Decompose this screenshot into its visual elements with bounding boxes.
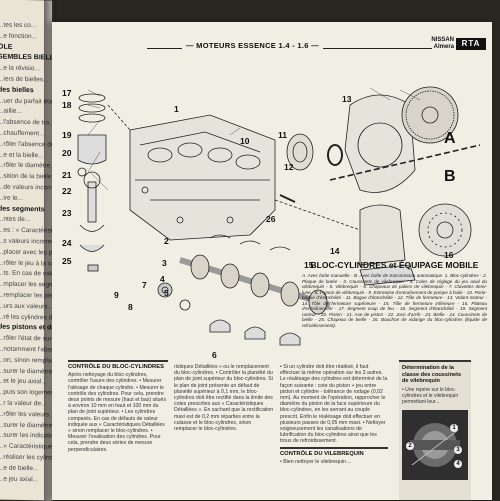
callout-5: 5 <box>164 288 169 298</box>
left-page-line: des bielles <box>0 86 34 94</box>
callout-23: 23 <box>62 208 72 218</box>
column-spacer <box>280 360 388 362</box>
column-3-sub-text: • Bien nettoyer le vilebrequin ... <box>280 458 352 465</box>
column-1-text: Après nettoyage du bloc-cylindres, contr… <box>68 372 167 453</box>
photo-callout-1: 1 <box>450 424 458 432</box>
left-page-line: ...chauffement... <box>0 129 45 138</box>
left-page-line: ...ire le... <box>0 194 23 202</box>
right-page: — MOTEURS ESSENCE 1.4 - 1.6 — NISSAN Alm… <box>52 22 492 500</box>
callout-9: 9 <box>114 290 119 300</box>
callout-1: 1 <box>174 104 179 114</box>
callout-13: 13 <box>342 94 352 104</box>
section-label-b: B <box>444 168 456 185</box>
left-page-line: ...e et la bielle... <box>0 151 44 159</box>
body-columns: CONTRÔLE DU BLOC-CYLINDRES Après nettoya… <box>68 360 488 500</box>
left-page-line: ...e jeu axial... <box>0 475 39 483</box>
left-page-line: ...tes les co... <box>0 21 37 30</box>
caption-title: BLOC-CYLINDRES et ÉQUIPAGE MOBILE <box>310 260 479 270</box>
column-3-text: • Si un cylindre doit être réalésé, il f… <box>280 364 388 445</box>
figure-caption: BLOC-CYLINDRES et ÉQUIPAGE MOBILE A. Ave… <box>302 260 487 328</box>
callout-3: 3 <box>162 258 167 268</box>
section-label-a: A <box>444 130 456 147</box>
photo-callout-2: 2 <box>406 442 414 450</box>
left-page-line: OLE <box>0 43 13 51</box>
caption-text: A. Avec boîte manuelle - B. Avec boîte d… <box>302 273 487 328</box>
callout-15: 15 <box>304 260 314 270</box>
page-header: — MOTEURS ESSENCE 1.4 - 1.6 — NISSAN Alm… <box>52 37 492 54</box>
bearing-photo: 1 2 3 4 <box>402 410 468 480</box>
brand-line-2: Almera <box>433 44 454 50</box>
callout-22: 22 <box>62 186 72 196</box>
callout-6: 6 <box>212 350 217 360</box>
callout-19: 19 <box>62 130 72 140</box>
bearing-photo-art <box>402 410 468 480</box>
rta-logo: RTA <box>456 38 486 50</box>
column-2: ristiques Détaillées » ou le remplacemen… <box>174 360 274 434</box>
exploded-diagram <box>77 86 480 346</box>
left-page-line: ...et le jeu axial... <box>0 377 47 386</box>
diagram-artwork <box>77 86 480 346</box>
left-page-line: ...e fonction... <box>0 32 38 41</box>
section-rule <box>68 360 168 362</box>
left-page-line: ...e la révisio... <box>0 64 40 73</box>
photo-callout-4: 4 <box>454 460 462 468</box>
callout-25: 25 <box>62 256 72 266</box>
column-3: • Si un cylindre doit être réalésé, il f… <box>280 360 388 467</box>
callout-16: 16 <box>444 250 454 260</box>
column-1: CONTRÔLE DU BLOC-CYLINDRES Après nettoya… <box>68 360 168 455</box>
section-rule <box>280 446 388 449</box>
callout-11: 11 <box>278 130 287 140</box>
brand-label: NISSAN Almera <box>431 37 454 51</box>
callout-18: 18 <box>62 100 72 110</box>
callout-14: 14 <box>330 246 340 256</box>
callout-17: 17 <box>62 88 72 98</box>
column-spacer <box>174 360 274 362</box>
brand-line-1: NISSAN <box>431 37 454 43</box>
callout-8: 8 <box>128 302 133 312</box>
left-page-line: ...r la valeur de... <box>0 399 47 408</box>
callout-21: 21 <box>62 170 72 180</box>
sidebar-box: Détermination de la classe des coussinet… <box>399 360 471 500</box>
left-page-line: ...e de bielle... <box>0 464 39 473</box>
column-2-text: ristiques Détaillées » ou le remplacemen… <box>174 364 274 433</box>
sidebar-text: • Une repère sur le bloc-cylindres et le… <box>402 386 459 405</box>
section-title-vilebrequin: CONTRÔLE DU VILEBREQUIN <box>280 450 364 457</box>
sidebar-title: Détermination de la classe des coussinet… <box>402 365 462 384</box>
photo-callout-3: 3 <box>454 446 462 454</box>
callout-24: 24 <box>62 238 72 248</box>
callout-20: 20 <box>62 148 72 158</box>
running-title: — MOTEURS ESSENCE 1.4 - 1.6 — <box>182 41 323 50</box>
left-page-line: ...aillie... <box>0 107 22 116</box>
callout-4: 4 <box>160 274 165 284</box>
left-page-line: ...iers de bielles... <box>0 75 49 84</box>
callout-10: 10 <box>240 136 250 146</box>
left-page-line: des segments <box>0 205 45 213</box>
callout-26: 26 <box>266 214 276 224</box>
callout-7: 7 <box>142 280 147 290</box>
left-page-line: ...ntes de... <box>0 215 31 224</box>
callout-2: 2 <box>164 236 169 246</box>
section-title-bloc: CONTRÔLE DU BLOC-CYLINDRES <box>68 364 164 370</box>
callout-12: 12 <box>284 162 294 172</box>
